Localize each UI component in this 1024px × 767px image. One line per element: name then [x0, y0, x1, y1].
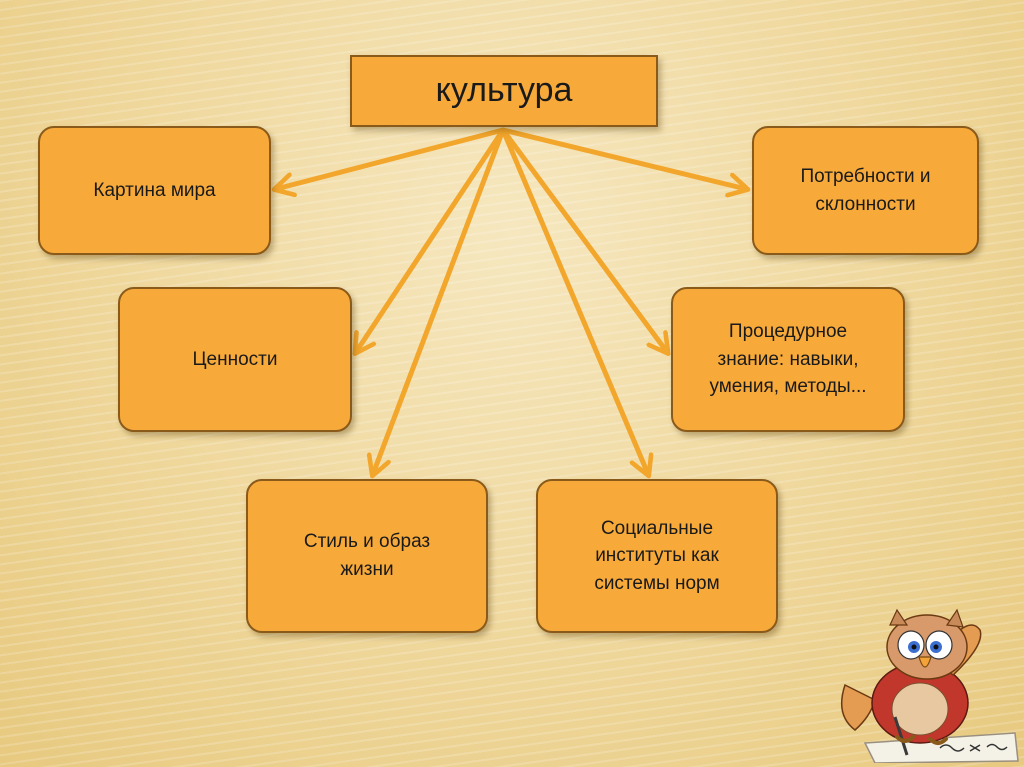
node-institutions-label: Социальные институты как системы норм: [594, 517, 720, 594]
arrow-to-worldview: [276, 127, 506, 189]
node-lifestyle: Стиль и образ жизни: [246, 479, 488, 633]
node-values: Ценности: [118, 287, 352, 432]
node-worldview-label: Картина мира: [93, 179, 216, 201]
node-procedural-label: Процедурное знание: навыки, умения, мето…: [709, 321, 867, 398]
root-node-label: культура: [435, 71, 573, 110]
node-worldview: Картина мира: [38, 126, 271, 255]
owl-mascot-icon: [840, 608, 1019, 763]
node-needs: Потребности и склонности: [752, 126, 979, 255]
node-needs-label: Потребности и склонности: [800, 165, 931, 215]
arrow-to-institutions: [500, 127, 648, 474]
node-lifestyle-label: Стиль и образ жизни: [303, 531, 431, 580]
arrow-to-procedural: [500, 127, 667, 352]
node-values-label: Ценности: [192, 348, 278, 370]
arrow-to-values: [356, 127, 506, 352]
arrow-to-needs: [500, 127, 746, 189]
node-institutions: Социальные институты как системы норм: [536, 479, 778, 633]
node-procedural: Процедурное знание: навыки, умения, мето…: [671, 287, 905, 432]
arrow-to-lifestyle: [373, 127, 506, 474]
root-node: культура: [350, 55, 658, 127]
